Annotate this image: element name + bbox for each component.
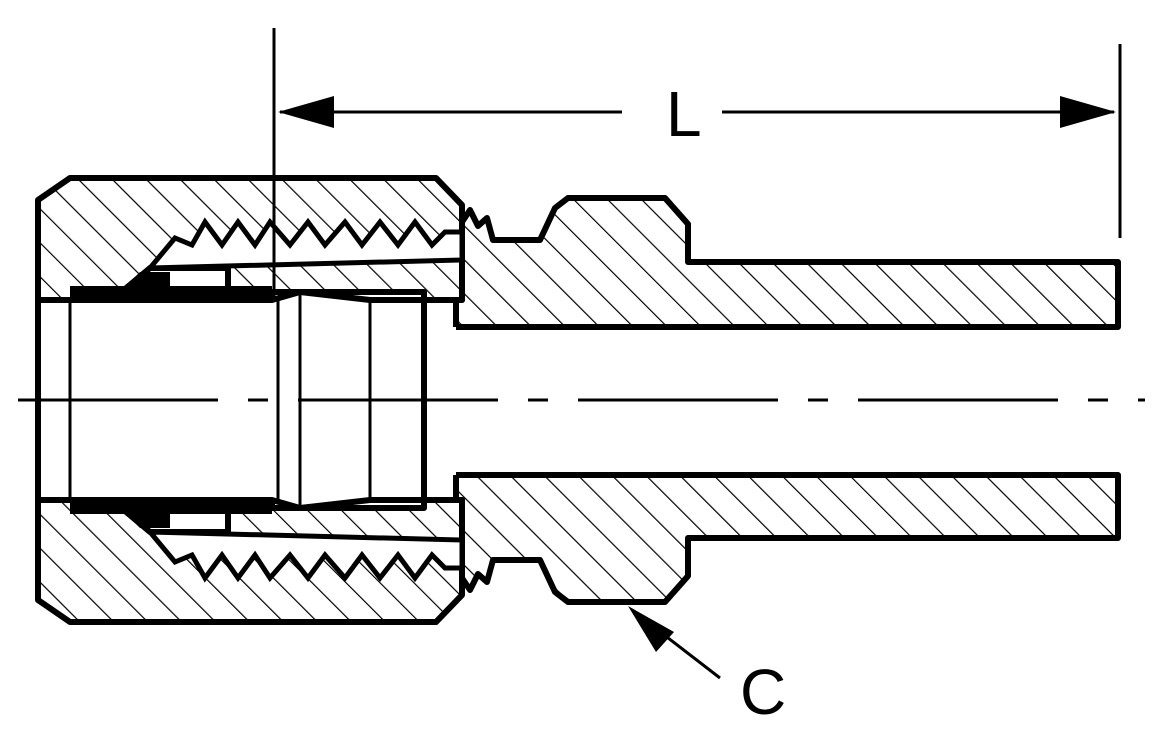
ferrule-top-band	[70, 286, 272, 300]
dimension-label-l: L	[666, 78, 702, 150]
nut-upper-threads	[144, 217, 465, 271]
body-upper-section	[453, 195, 1121, 330]
nut-lower-threads	[144, 529, 465, 583]
ferrule-bottom-band	[70, 500, 272, 514]
callout-arrow	[628, 606, 674, 652]
ferrule-top-lip	[112, 272, 170, 300]
dimension-arrow-right	[1060, 96, 1116, 128]
ferrule-bottom-lip	[112, 500, 170, 528]
callout-label-c: C	[740, 656, 786, 728]
dimension-arrow-left	[278, 96, 334, 128]
body-lower-section	[453, 472, 1121, 605]
